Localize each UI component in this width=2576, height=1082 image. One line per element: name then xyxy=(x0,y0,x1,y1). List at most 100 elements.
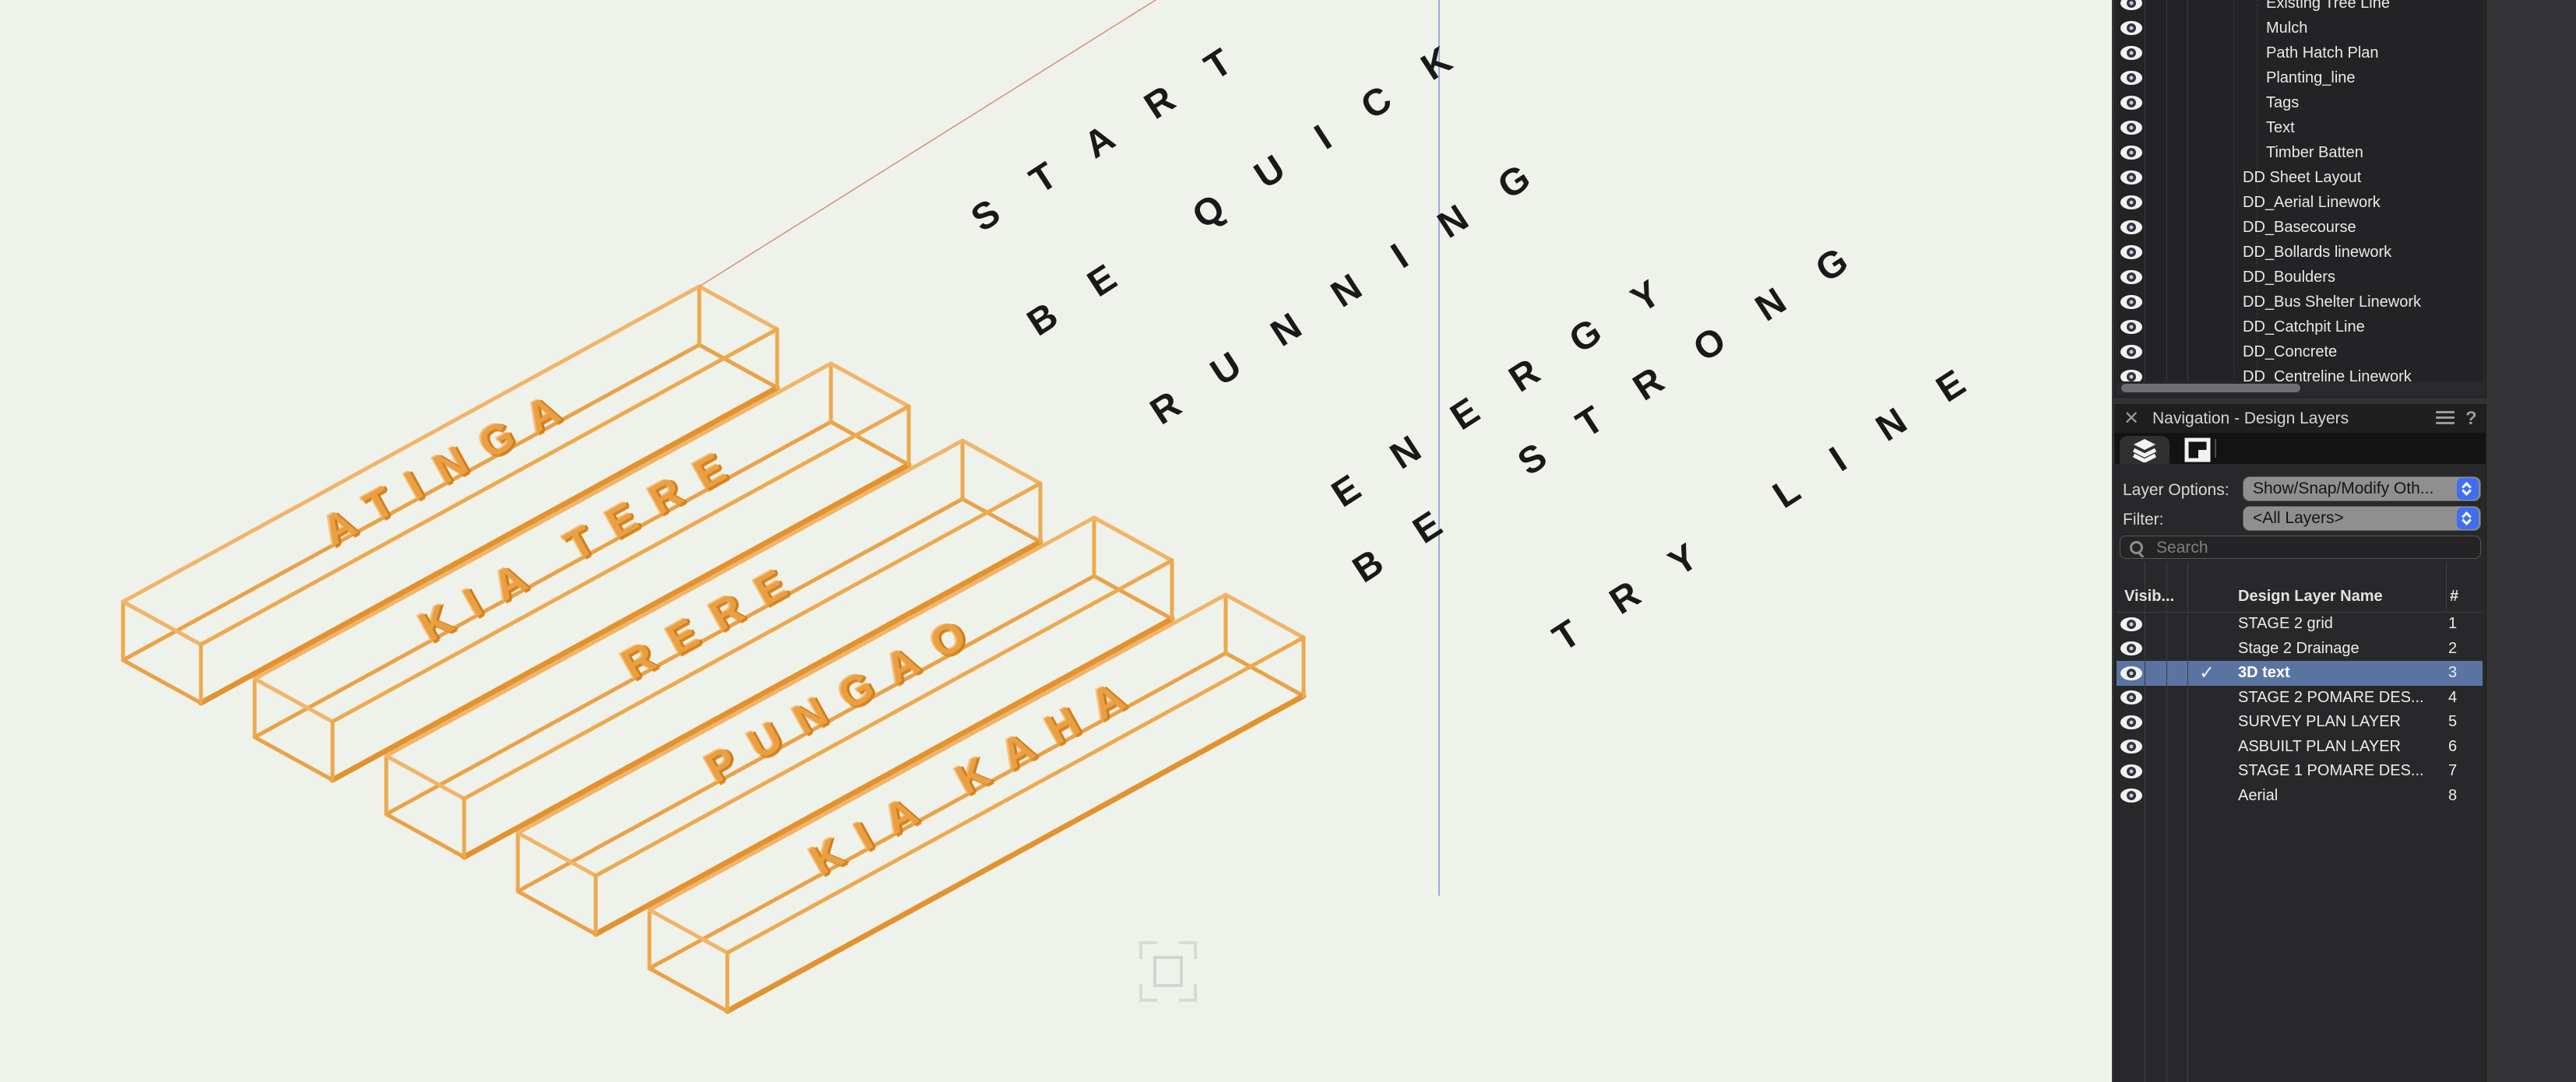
column-header-visibility[interactable]: Visib... xyxy=(2124,588,2175,605)
beam-3d-box[interactable] xyxy=(384,438,1043,860)
design-layer-row[interactable]: SURVEY PLAN LAYER 5 xyxy=(2117,710,2483,735)
layer-number: 7 xyxy=(2448,762,2458,779)
class-row[interactable]: DD Sheet Layout xyxy=(2117,165,2483,190)
visibility-eye-icon[interactable] xyxy=(2120,46,2142,60)
column-header-number[interactable]: # xyxy=(2450,588,2459,605)
class-row[interactable]: Tags xyxy=(2117,90,2483,115)
horizontal-scrollbar[interactable] xyxy=(2117,383,2483,394)
class-row[interactable]: Path Hatch Plan xyxy=(2117,40,2483,65)
visibility-eye-icon[interactable] xyxy=(2120,789,2142,803)
visibility-eye-icon[interactable] xyxy=(2120,0,2142,10)
visibility-eye-icon[interactable] xyxy=(2120,690,2142,705)
layer-options-select[interactable]: Show/Snap/Modify Oth... xyxy=(2243,476,2481,501)
visibility-eye-icon[interactable] xyxy=(2120,220,2142,234)
visibility-eye-icon[interactable] xyxy=(2120,270,2142,284)
beam-3d-box[interactable] xyxy=(121,284,780,706)
column-divider xyxy=(2446,562,2447,612)
visibility-eye-icon[interactable] xyxy=(2120,739,2142,754)
design-layer-row[interactable]: STAGE 2 POMARE DES...4 xyxy=(2117,686,2483,711)
class-name: DD_Bus Shelter Linework xyxy=(2243,293,2421,311)
cursor-corner-icon xyxy=(1139,984,1157,1002)
tab-design-layers[interactable] xyxy=(2120,436,2170,464)
class-row[interactable]: DD_Bollards linework xyxy=(2117,240,2483,265)
filter-value: <All Layers> xyxy=(2253,509,2344,527)
panel-menu-icon[interactable] xyxy=(2436,411,2455,427)
search-field[interactable] xyxy=(2120,536,2481,560)
class-row[interactable]: Mulch xyxy=(2117,16,2483,40)
visibility-eye-icon[interactable] xyxy=(2120,245,2142,259)
class-row[interactable]: DD_Aerial Linework xyxy=(2117,190,2483,215)
design-layer-row[interactable]: STAGE 1 POMARE DES...7 xyxy=(2117,759,2483,784)
column-divider xyxy=(2187,562,2188,612)
class-name: Mulch xyxy=(2266,19,2308,37)
visibility-eye-icon[interactable] xyxy=(2120,641,2142,656)
cursor-corner-icon xyxy=(1179,984,1197,1002)
stepper-icon[interactable] xyxy=(2457,508,2479,529)
column-divider xyxy=(2166,612,2167,1082)
panel-title: Navigation - Design Layers xyxy=(2152,409,2349,427)
visibility-eye-icon[interactable] xyxy=(2120,320,2142,334)
visibility-eye-icon[interactable] xyxy=(2120,715,2142,729)
class-row[interactable]: DD_Catchpit Line xyxy=(2117,314,2483,339)
beam-wireframes xyxy=(121,0,1440,1014)
selection-cursor xyxy=(1139,941,1197,1002)
class-name: Existing Tree Line xyxy=(2266,0,2390,12)
stepper-icon[interactable] xyxy=(2457,478,2479,500)
visibility-eye-icon[interactable] xyxy=(2120,170,2142,184)
layer-number: 3 xyxy=(2448,664,2458,681)
visibility-eye-icon[interactable] xyxy=(2120,195,2142,209)
class-row[interactable]: DD_Bus Shelter Linework xyxy=(2117,290,2483,314)
visibility-eye-icon[interactable] xyxy=(2120,121,2142,135)
search-icon xyxy=(2130,541,2143,554)
class-row[interactable]: Text xyxy=(2117,115,2483,140)
visibility-eye-icon[interactable] xyxy=(2120,295,2142,309)
class-row[interactable]: Planting_line xyxy=(2117,65,2483,90)
class-row[interactable]: DD_Concrete xyxy=(2117,339,2483,364)
sheet-layers-icon xyxy=(2184,437,2211,462)
visibility-eye-icon[interactable] xyxy=(2120,617,2142,631)
layer-number: 2 xyxy=(2448,639,2458,657)
scrollbar-thumb[interactable] xyxy=(2121,384,2300,392)
class-row[interactable]: DD_Basecourse xyxy=(2117,215,2483,240)
column-header-name[interactable]: Design Layer Name xyxy=(2238,588,2383,605)
class-name: DD_Aerial Linework xyxy=(2243,194,2381,211)
help-icon[interactable]: ? xyxy=(2465,408,2477,429)
visibility-eye-icon[interactable] xyxy=(2120,764,2142,778)
layer-name: SURVEY PLAN LAYER xyxy=(2238,713,2401,730)
visibility-eye-icon[interactable] xyxy=(2120,370,2142,381)
visibility-eye-icon[interactable] xyxy=(2120,71,2142,85)
class-name: Path Hatch Plan xyxy=(2266,44,2379,61)
beam-3d-box[interactable] xyxy=(647,592,1307,1014)
visibility-eye-icon[interactable] xyxy=(2120,146,2142,160)
class-row[interactable]: Timber Batten xyxy=(2117,140,2483,165)
visibility-eye-icon[interactable] xyxy=(2120,21,2142,35)
class-row[interactable]: Existing Tree Line xyxy=(2117,0,2483,16)
filter-select[interactable]: <All Layers> xyxy=(2243,506,2481,531)
class-name: Timber Batten xyxy=(2266,144,2363,161)
close-icon[interactable]: ✕ xyxy=(2124,408,2140,429)
class-name: DD_Basecourse xyxy=(2243,219,2356,236)
search-input[interactable] xyxy=(2155,536,2469,560)
layer-number: 5 xyxy=(2448,713,2458,730)
class-row[interactable]: DD_Boulders xyxy=(2117,265,2483,290)
tab-sheet-layers[interactable] xyxy=(2173,436,2222,464)
beam-3d-box[interactable] xyxy=(252,361,912,783)
visibility-eye-icon[interactable] xyxy=(2120,96,2142,110)
class-row[interactable]: DD_Centreline Linework xyxy=(2117,364,2483,381)
beam-3d-box[interactable] xyxy=(516,515,1175,937)
visibility-eye-icon[interactable] xyxy=(2120,345,2142,359)
class-name: DD_Concrete xyxy=(2243,343,2338,360)
filter-label: Filter: xyxy=(2123,511,2164,529)
class-name: DD_Boulders xyxy=(2243,269,2335,286)
visibility-eye-icon[interactable] xyxy=(2120,666,2142,680)
layer-name: STAGE 2 grid xyxy=(2238,615,2333,632)
